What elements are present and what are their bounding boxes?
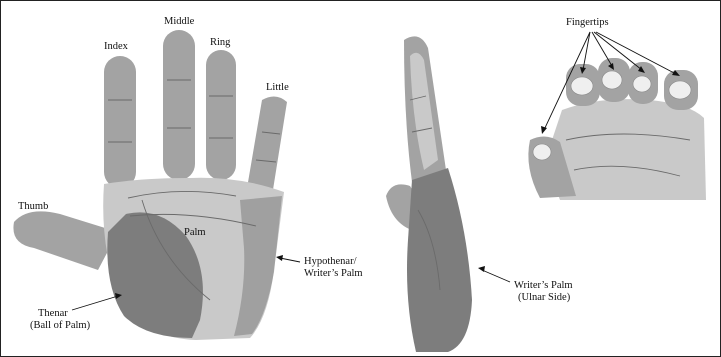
label-hypothenar-line2: Writer’s Palm [304, 268, 363, 279]
curled-hand-palm [551, 99, 706, 200]
label-thenar-line1: Thenar [38, 308, 68, 319]
label-index: Index [104, 41, 129, 52]
hypothenar-arrow [276, 255, 300, 262]
index-finger [104, 56, 136, 188]
label-thenar-line2: (Ball of Palm) [30, 320, 91, 331]
label-fingertips: Fingertips [566, 17, 609, 28]
label-middle: Middle [164, 16, 195, 27]
label-palm: Palm [184, 227, 206, 238]
ring-finger [206, 50, 236, 180]
label-little: Little [266, 82, 289, 93]
label-hypothenar-line1: Hypothenar/ [304, 256, 357, 267]
side-hand-palm [407, 168, 472, 352]
open-palm-illustration [13, 30, 287, 340]
thumb [13, 211, 118, 270]
label-thumb: Thumb [18, 201, 48, 212]
writers-palm-arrow [478, 266, 510, 282]
side-view-hand-illustration [386, 36, 472, 352]
little-finger [246, 96, 287, 196]
label-writers-palm-line1: Writer’s Palm [514, 280, 573, 291]
label-ring: Ring [210, 37, 231, 48]
middle-finger [163, 30, 195, 180]
fingertips-illustration [528, 58, 706, 200]
label-writers-palm-line2: (Ulnar Side) [518, 292, 571, 303]
